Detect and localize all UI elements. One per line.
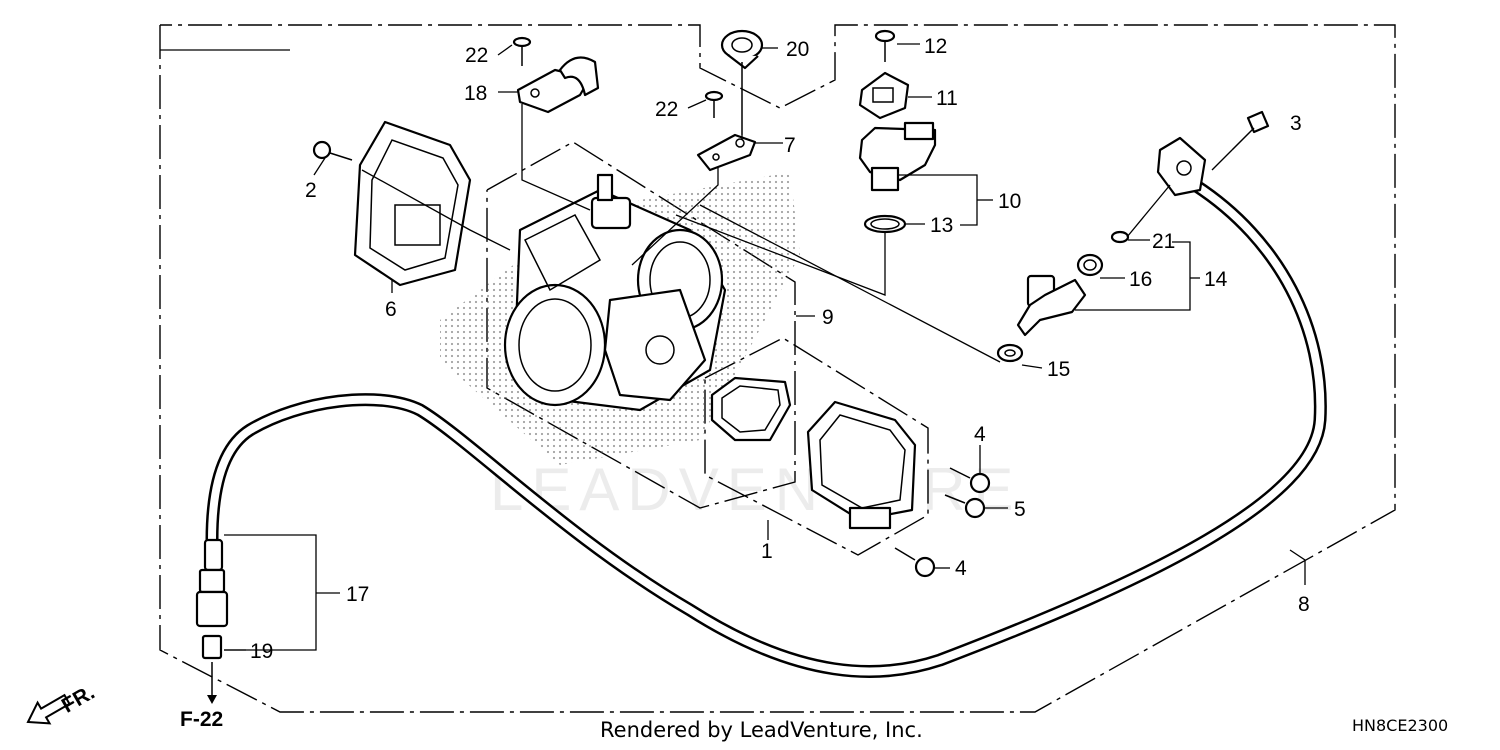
plate-icon: [696, 133, 757, 172]
o-ring-icon: [863, 214, 907, 234]
callout-7[interactable]: 7: [784, 134, 796, 157]
seal-ring-icon: [1076, 253, 1104, 277]
callout-19[interactable]: 19: [250, 640, 273, 663]
callout-3[interactable]: 3: [1290, 112, 1302, 135]
bolt-icon: [312, 140, 353, 161]
sensor-cover-icon: [353, 120, 472, 287]
callout-11[interactable]: 11: [936, 87, 958, 110]
screw-icon: [704, 90, 724, 118]
leader-lines: [160, 43, 1306, 651]
callout-9[interactable]: 9: [822, 306, 834, 329]
callout-20[interactable]: 20: [786, 38, 809, 61]
assembly-frame: [159, 24, 1396, 713]
reference-label: F-22: [180, 708, 223, 731]
screw-icon: [512, 36, 532, 66]
callout-18[interactable]: 18: [464, 82, 487, 105]
callout-1[interactable]: 1: [761, 540, 773, 563]
screw-icon: [874, 29, 896, 62]
hose-joint-icon: [1156, 136, 1207, 197]
injector-icon: [1016, 274, 1087, 337]
callout-12[interactable]: 12: [924, 35, 947, 58]
callout-4[interactable]: 4: [955, 557, 967, 580]
callout-22[interactable]: 22: [465, 44, 488, 67]
callout-17[interactable]: 17: [346, 583, 369, 606]
gasket-icon: [710, 376, 792, 442]
callout-13[interactable]: 13: [930, 214, 953, 237]
sensor-plate-icon: [858, 71, 910, 120]
hose-connector-icon: [195, 538, 229, 704]
bracket-icon: [516, 56, 600, 114]
callout-22[interactable]: 22: [655, 98, 678, 121]
pressure-sensor-icon: [858, 121, 937, 192]
bolt-icon: [894, 547, 936, 578]
watermark: LEADVENTURE: [490, 456, 1021, 523]
front-direction-arrow-icon: [26, 693, 71, 725]
callout-4[interactable]: 4: [974, 423, 986, 446]
front-direction-label: FR.: [58, 681, 99, 718]
callout-6[interactable]: 6: [385, 298, 397, 321]
callout-5[interactable]: 5: [1014, 498, 1026, 521]
o-ring-icon: [1110, 230, 1130, 244]
callout-10[interactable]: 10: [998, 190, 1021, 213]
callout-2[interactable]: 2: [305, 179, 317, 202]
callout-15[interactable]: 15: [1047, 358, 1070, 381]
diagram-code: HN8CE2300: [1352, 716, 1449, 735]
control-unit-icon: [806, 400, 917, 530]
clip-icon: [720, 29, 764, 135]
callout-8[interactable]: 8: [1298, 593, 1310, 616]
callout-21[interactable]: 21: [1152, 230, 1175, 253]
callout-16[interactable]: 16: [1129, 268, 1152, 291]
callout-14[interactable]: 14: [1204, 268, 1228, 291]
rendered-by-credit: Rendered by LeadVenture, Inc.: [600, 718, 923, 742]
bolt-icon: [1231, 110, 1270, 151]
throttle-body-icon: [503, 173, 727, 412]
bolt-icon: [944, 494, 986, 519]
washer-icon: [996, 343, 1024, 363]
